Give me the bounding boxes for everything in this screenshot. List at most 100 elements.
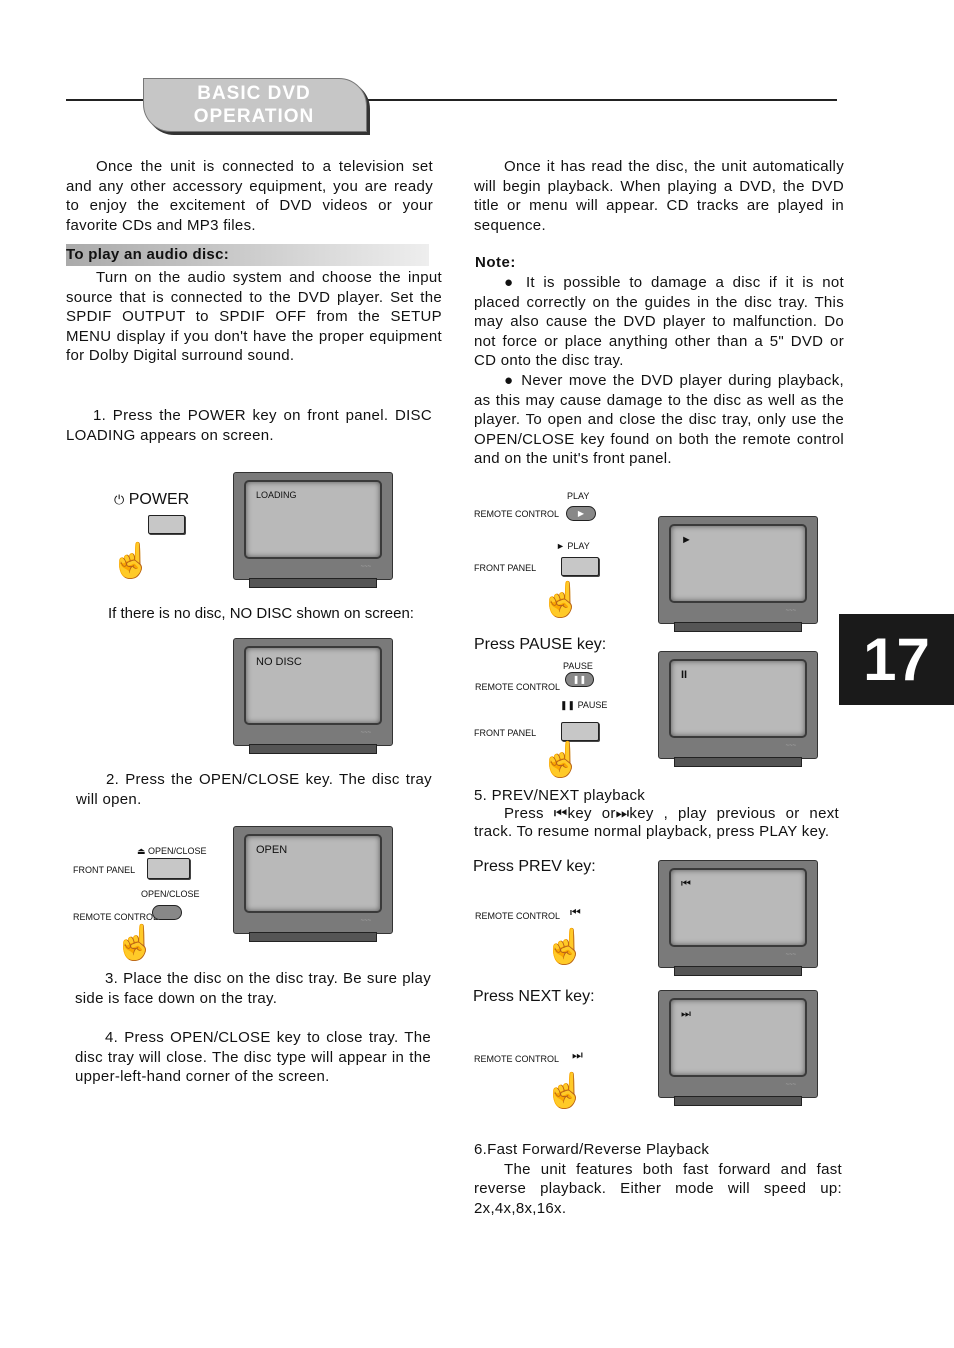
step6: 6.Fast Forward/Reverse Playback The unit… xyxy=(474,1140,842,1218)
note1: ● It is possible to damage a disc if it … xyxy=(474,273,844,371)
tv-screen-text: OPEN xyxy=(256,844,288,856)
play-front-button[interactable] xyxy=(561,557,599,576)
step4: 4. Press OPEN/CLOSE key to close tray. T… xyxy=(75,1028,431,1087)
pointing-hand-icon: ☝ xyxy=(540,741,583,779)
front-panel-label: FRONT PANEL xyxy=(474,563,537,573)
step5-text: Press ⏮key or⏭key , play previous or nex… xyxy=(474,805,839,840)
audio-heading-bar: To play an audio disc: xyxy=(66,244,429,266)
remote-control-label: REMOTE CONTROL xyxy=(474,1054,560,1064)
pause-front-button[interactable] xyxy=(561,722,599,741)
front-panel-label: FRONT PANEL xyxy=(73,865,136,875)
note1-text: It is possible to damage a disc if it is… xyxy=(474,274,845,370)
pointing-hand-icon: ☝ xyxy=(544,1072,587,1110)
press-pause-label: Press PAUSE key: xyxy=(474,636,607,653)
play-icon: ► xyxy=(681,534,692,546)
tv-base xyxy=(249,744,377,754)
tv-logo: ~~~ xyxy=(785,1082,796,1088)
tv-screen: OPEN xyxy=(244,834,382,913)
power-button[interactable] xyxy=(148,515,185,534)
pause-icon: ❚❚ xyxy=(572,675,587,684)
pause-icon: II xyxy=(681,669,688,681)
note2: ● Never move the DVD player during playb… xyxy=(474,371,844,469)
header-rule-left xyxy=(66,99,146,101)
open-close-front-button[interactable] xyxy=(147,858,190,879)
right-intro: Once it has read the disc, the unit auto… xyxy=(474,157,844,235)
step1: 1. Press the POWER key on front panel. D… xyxy=(66,406,432,445)
tv-loading: LOADING ~~~ xyxy=(233,472,393,588)
section-title-line2: OPERATION xyxy=(193,106,315,127)
page-number: 17 xyxy=(863,626,930,693)
tv-screen: ► xyxy=(669,524,807,603)
tv-base xyxy=(674,622,802,632)
play-remote-button[interactable]: ▶ xyxy=(566,506,596,521)
tv-screen: ⏮ xyxy=(669,868,807,947)
open-close-remote-button[interactable] xyxy=(152,905,182,920)
left-intro-text: Once the unit is connected to a televisi… xyxy=(66,158,433,234)
remote-control-label: REMOTE CONTROL xyxy=(475,911,561,921)
tv-base xyxy=(674,966,802,976)
section-title: BASIC DVD OPERATION xyxy=(143,82,365,128)
page-number-tab xyxy=(839,614,954,705)
step5-title: 5. PREV/NEXT playback xyxy=(474,787,646,804)
tv-next: ⏭ ~~~ xyxy=(658,990,818,1106)
tv-open: OPEN ~~~ xyxy=(233,826,393,942)
no-disc-caption: If there is no disc, NO DISC shown on sc… xyxy=(108,605,414,622)
bullet-icon: ● xyxy=(504,274,526,291)
step2-text: 2. Press the OPEN/CLOSE key. The disc tr… xyxy=(76,771,432,808)
power-label: ⏻ POWER xyxy=(114,491,189,509)
front-play-label: ► PLAY xyxy=(556,541,590,551)
audio-heading: To play an audio disc: xyxy=(66,246,230,263)
power-label-text: POWER xyxy=(128,491,190,508)
tv-screen: II xyxy=(669,659,807,738)
press-prev-label: Press PREV key: xyxy=(473,858,596,875)
step1-text: 1. Press the POWER key on front panel. D… xyxy=(66,407,432,444)
section-title-tab xyxy=(143,78,367,132)
tv-logo: ~~~ xyxy=(785,743,796,749)
bullet-icon: ● xyxy=(504,371,522,389)
pause-remote-button[interactable]: ❚❚ xyxy=(565,672,594,687)
tv-base xyxy=(249,578,377,588)
tv-logo: ~~~ xyxy=(785,952,796,958)
prev-icon: ⏮ xyxy=(681,878,691,890)
note2-text: Never move the DVD player during playbac… xyxy=(474,371,844,468)
step3: 3. Place the disc on the disc tray. Be s… xyxy=(75,969,431,1008)
tv-base xyxy=(674,1096,802,1106)
tv-logo: ~~~ xyxy=(360,564,371,570)
notes: ● It is possible to damage a disc if it … xyxy=(474,273,844,469)
pause-label: PAUSE xyxy=(563,661,593,671)
right-intro-text: Once it has read the disc, the unit auto… xyxy=(474,158,844,234)
tv-base xyxy=(249,932,377,942)
step6-text: The unit features both fast forward and … xyxy=(474,1160,842,1217)
tv-logo: ~~~ xyxy=(785,608,796,614)
tv-logo: ~~~ xyxy=(360,730,371,736)
pointing-hand-icon: ☝ xyxy=(110,542,153,580)
pointing-hand-icon: ☝ xyxy=(540,581,583,619)
tv-logo: ~~~ xyxy=(360,918,371,924)
step5: 5. PREV/NEXT playback Press ⏮key or⏭key … xyxy=(474,787,839,841)
tv-play: ► ~~~ xyxy=(658,516,818,632)
tv-screen: NO DISC xyxy=(244,646,382,725)
tv-pause: II ~~~ xyxy=(658,651,818,767)
power-icon: ⏻ xyxy=(114,492,125,507)
next-icon: ⏭ xyxy=(681,1008,691,1020)
open-close-remote-label: OPEN/CLOSE xyxy=(141,889,200,899)
audio-text: Turn on the audio system and choose the … xyxy=(66,269,442,365)
step4-text: 4. Press OPEN/CLOSE key to close tray. T… xyxy=(75,1029,431,1086)
remote-control-label: REMOTE CONTROL xyxy=(475,682,561,692)
remote-control-label: REMOTE CONTROL xyxy=(474,509,560,519)
prev-icon[interactable]: ⏮ xyxy=(570,905,581,919)
step2: 2. Press the OPEN/CLOSE key. The disc tr… xyxy=(76,770,432,809)
section-title-line1: BASIC DVD xyxy=(197,83,311,104)
pointing-hand-icon: ☝ xyxy=(544,928,587,966)
front-panel-label: FRONT PANEL xyxy=(474,728,537,738)
tv-screen: ⏭ xyxy=(669,998,807,1077)
eject-icon: ⏏ xyxy=(137,846,146,856)
tv-screen-text: NO DISC xyxy=(256,656,302,668)
front-pause-label: ❚❚ PAUSE xyxy=(560,700,608,710)
tv-prev: ⏮ ~~~ xyxy=(658,860,818,976)
press-next-label: Press NEXT key: xyxy=(473,988,595,1005)
audio-section: Turn on the audio system and choose the … xyxy=(66,268,442,366)
tv-screen: LOADING xyxy=(244,480,382,559)
header-rule-right xyxy=(366,99,837,101)
next-icon[interactable]: ⏭ xyxy=(572,1048,583,1062)
